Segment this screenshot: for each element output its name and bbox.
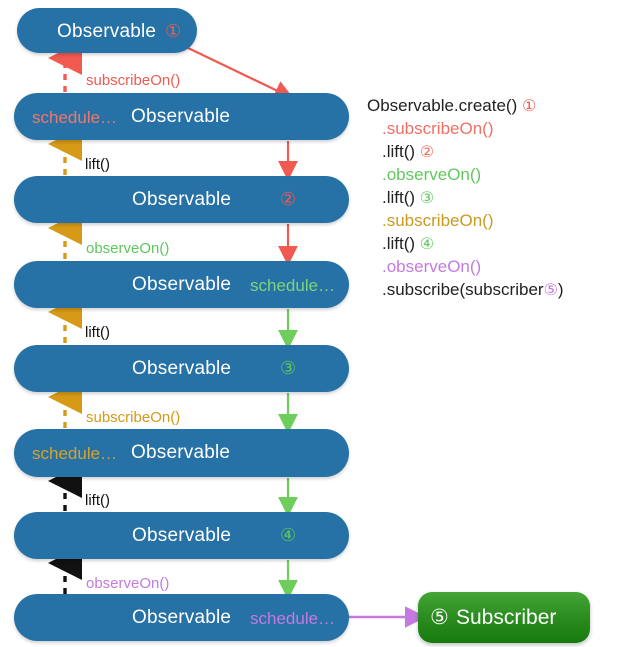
observable-bar-2-scheduler: schedule… xyxy=(32,108,118,127)
subscriber-label: Subscriber xyxy=(456,606,557,629)
code-number: ② xyxy=(419,144,435,161)
observable-bar-7[interactable] xyxy=(14,512,349,559)
observable-bar-6-label: Observable xyxy=(131,442,231,463)
observable-bar-6[interactable] xyxy=(14,429,349,477)
observable-bar-5-label: Observable xyxy=(132,358,232,379)
code-text: .lift() xyxy=(382,142,416,161)
observable-bar-5-tag: ③ xyxy=(280,358,297,378)
code-line: .lift() ③ xyxy=(367,186,564,209)
code-line: Observable.create() ① xyxy=(367,94,564,117)
observable-bar-8-label: Observable xyxy=(132,607,232,628)
connector-label-lift-3: lift() xyxy=(85,492,110,509)
observable-bar-1[interactable] xyxy=(17,8,197,53)
code-number: ③ xyxy=(419,190,435,207)
observable-bar-5[interactable] xyxy=(14,345,349,392)
code-text: .observeOn() xyxy=(382,165,482,184)
observable-bar-7-label: Observable xyxy=(132,525,232,546)
code-text: .lift() xyxy=(382,188,416,207)
observable-bar-7-tag: ④ xyxy=(280,525,297,545)
code-line: .subscribeOn() xyxy=(367,209,564,232)
code-line: .lift() ② xyxy=(367,140,564,163)
code-suffix: ) xyxy=(557,280,564,299)
code-line: .observeOn() xyxy=(367,163,564,186)
connector-label-observeon-1: observeOn() xyxy=(86,240,170,257)
observable-bar-8-scheduler: schedule… xyxy=(250,609,336,628)
code-listing: Observable.create() ① .subscribeOn() .li… xyxy=(367,94,564,301)
observable-bar-3[interactable] xyxy=(14,176,349,223)
connector-label-lift-1: lift() xyxy=(85,156,110,173)
observable-bar-8[interactable] xyxy=(14,594,349,641)
observable-bar-1-label: Observable xyxy=(57,21,157,42)
code-text: .subscribeOn() xyxy=(382,211,494,230)
subscriber-tag: ⑤ xyxy=(430,606,449,629)
code-text: .lift() xyxy=(382,234,416,253)
observable-bar-3-tag: ② xyxy=(280,189,297,209)
observable-bar-6-scheduler: schedule… xyxy=(32,444,118,463)
connector-label-subscribeon-2: subscribeOn() xyxy=(86,409,181,426)
observable-bar-2-label: Observable xyxy=(131,106,231,127)
code-text: Observable.create() xyxy=(367,96,518,115)
code-text: .subscribeOn() xyxy=(382,119,494,138)
observable-bar-4[interactable] xyxy=(14,261,349,308)
observable-bar-3-label: Observable xyxy=(132,189,232,210)
code-number: ⑤ xyxy=(543,282,558,299)
connector-label-subscribeon-1: subscribeOn() xyxy=(86,72,181,89)
code-line: .lift() ④ xyxy=(367,232,564,255)
code-text: .subscribe(subscriber xyxy=(382,280,544,299)
observable-bar-4-scheduler: schedule… xyxy=(250,276,336,295)
code-number: ④ xyxy=(419,236,435,253)
code-text: .observeOn() xyxy=(382,257,482,276)
observable-bar-1-tag: ① xyxy=(165,21,182,41)
subscriber-box[interactable] xyxy=(418,592,590,643)
connector-label-lift-2: lift() xyxy=(85,324,110,341)
code-number: ① xyxy=(521,98,537,115)
observable-bar-4-label: Observable xyxy=(132,274,232,295)
code-line: .observeOn() xyxy=(367,255,564,278)
observable-bar-2[interactable] xyxy=(14,93,349,140)
connector-label-observeon-2: observeOn() xyxy=(86,575,170,592)
code-line: .subscribe(subscriber⑤) xyxy=(367,278,564,301)
code-line: .subscribeOn() xyxy=(367,117,564,140)
